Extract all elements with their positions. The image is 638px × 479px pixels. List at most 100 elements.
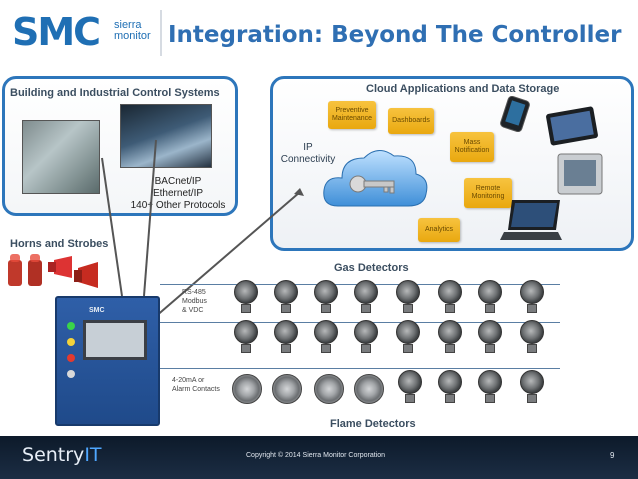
- detector-base: [445, 304, 455, 313]
- logo-sub-line2: monitor: [114, 30, 151, 42]
- detector-base: [527, 394, 537, 403]
- gas-detector-icon: [234, 280, 258, 304]
- app-dashboards: Dashboards: [388, 108, 434, 134]
- app-label: Dashboards: [392, 117, 430, 124]
- operator-photo: [22, 120, 100, 194]
- gas-detector-icon: [520, 280, 544, 304]
- detector-base: [485, 304, 495, 313]
- gas-detector-icon: [274, 320, 298, 344]
- detector-base: [361, 344, 371, 353]
- gas-detector-icon: [354, 280, 378, 304]
- gas-detector-icon: [520, 320, 544, 344]
- laptop-icon: [500, 200, 562, 240]
- detector-base: [445, 344, 455, 353]
- app-label: Analytics: [424, 226, 453, 233]
- gas-detector-icon: [398, 370, 422, 394]
- app-label: Notification: [454, 147, 490, 154]
- ip-connectivity-label: IP Connectivity: [278, 142, 338, 166]
- brand-rest: entry: [34, 444, 85, 466]
- gas-detector-icon: [478, 370, 502, 394]
- detector-base: [527, 344, 537, 353]
- app-label: Preventive: [335, 107, 369, 114]
- protocol-other: 140+ Other Protocols: [130, 200, 226, 211]
- app-label: Remote: [475, 185, 501, 192]
- protocol-ethernet: Ethernet/IP: [152, 188, 204, 199]
- panel-display-icon: [557, 153, 603, 195]
- analog-label: 4-20mA or Alarm Contacts: [172, 376, 220, 394]
- gas-detector-icon: [478, 320, 502, 344]
- detector-base: [241, 304, 251, 313]
- sentryit-brand: SentryIT: [22, 444, 102, 466]
- ip-label-line1: IP: [303, 142, 313, 153]
- app-label: Maintenance: [331, 115, 373, 122]
- copyright-text: Copyright © 2014 Sierra Monitor Corporat…: [246, 452, 386, 459]
- detector-base: [281, 344, 291, 353]
- gas-detector-icon: [274, 280, 298, 304]
- gas-detector-icon: [438, 280, 462, 304]
- status-light-yellow: [67, 338, 75, 346]
- flame-detectors-label: Flame Detectors: [330, 418, 416, 430]
- brand-suffix: IT: [84, 444, 102, 466]
- gas-detector-icon: [438, 370, 462, 394]
- protocol-bacnet: BACnet/IP: [154, 176, 202, 187]
- gas-detector-icon: [234, 320, 258, 344]
- header-divider: [160, 10, 162, 56]
- flame-detector-icon: [314, 374, 344, 404]
- flame-bus-line: [160, 368, 560, 369]
- app-analytics: Analytics: [418, 218, 460, 242]
- detector-base: [445, 394, 455, 403]
- connection-lines: [101, 139, 304, 331]
- detector-base: [405, 394, 415, 403]
- cloud-icon: [323, 150, 428, 207]
- rs485-line1: RS-485: [182, 289, 206, 296]
- analog-line1: 4-20mA or: [172, 377, 205, 384]
- controller-brand: SMC: [89, 307, 105, 314]
- status-light-green: [67, 322, 75, 330]
- app-label: Mass: [463, 139, 481, 146]
- logo-text: SMC: [12, 10, 101, 54]
- gas-detector-icon: [354, 320, 378, 344]
- horns-strobes-label: Horns and Strobes: [10, 238, 109, 250]
- key-icon: [349, 175, 395, 194]
- detector-base: [403, 304, 413, 313]
- detector-base: [281, 304, 291, 313]
- flame-detector-icon: [272, 374, 302, 404]
- detector-base: [361, 304, 371, 313]
- status-light-white: [67, 370, 75, 378]
- detector-base: [321, 304, 331, 313]
- gas-detector-icon: [478, 280, 502, 304]
- horn-strobe-icon: [8, 254, 98, 288]
- status-light-red: [67, 354, 75, 362]
- gas-detector-icon: [396, 320, 420, 344]
- flame-detector-icon: [354, 374, 384, 404]
- detector-base: [403, 344, 413, 353]
- detector-base: [321, 344, 331, 353]
- rs485-line2: Modbus: [182, 298, 207, 305]
- rs485-line3: & VDC: [182, 307, 204, 314]
- detector-base: [485, 394, 495, 403]
- sentryit-controller: SMC: [55, 296, 160, 426]
- flame-detector-icon: [232, 374, 262, 404]
- building-panel-title: Building and Industrial Control Systems: [10, 87, 220, 99]
- gas-detector-icon: [438, 320, 462, 344]
- analog-line2: Alarm Contacts: [172, 386, 220, 393]
- controller-display: [83, 320, 147, 360]
- detector-base: [241, 344, 251, 353]
- gas-detectors-label: Gas Detectors: [334, 262, 409, 274]
- gas-detector-icon: [314, 320, 338, 344]
- gas-detector-icon: [314, 280, 338, 304]
- app-label: Monitoring: [471, 193, 505, 200]
- control-room-photo: [120, 104, 212, 168]
- detector-base: [485, 344, 495, 353]
- company-logo: SMC sierra monitor: [10, 8, 160, 56]
- logo-subtext: sierra monitor: [114, 20, 151, 42]
- protocol-list: BACnet/IP Ethernet/IP 140+ Other Protoco…: [128, 176, 228, 212]
- smartphone-icon: [500, 96, 530, 132]
- logo-sub-line1: sierra: [114, 19, 142, 31]
- brand-prefix: S: [22, 444, 35, 466]
- gas-detector-icon: [520, 370, 544, 394]
- detector-base: [527, 304, 537, 313]
